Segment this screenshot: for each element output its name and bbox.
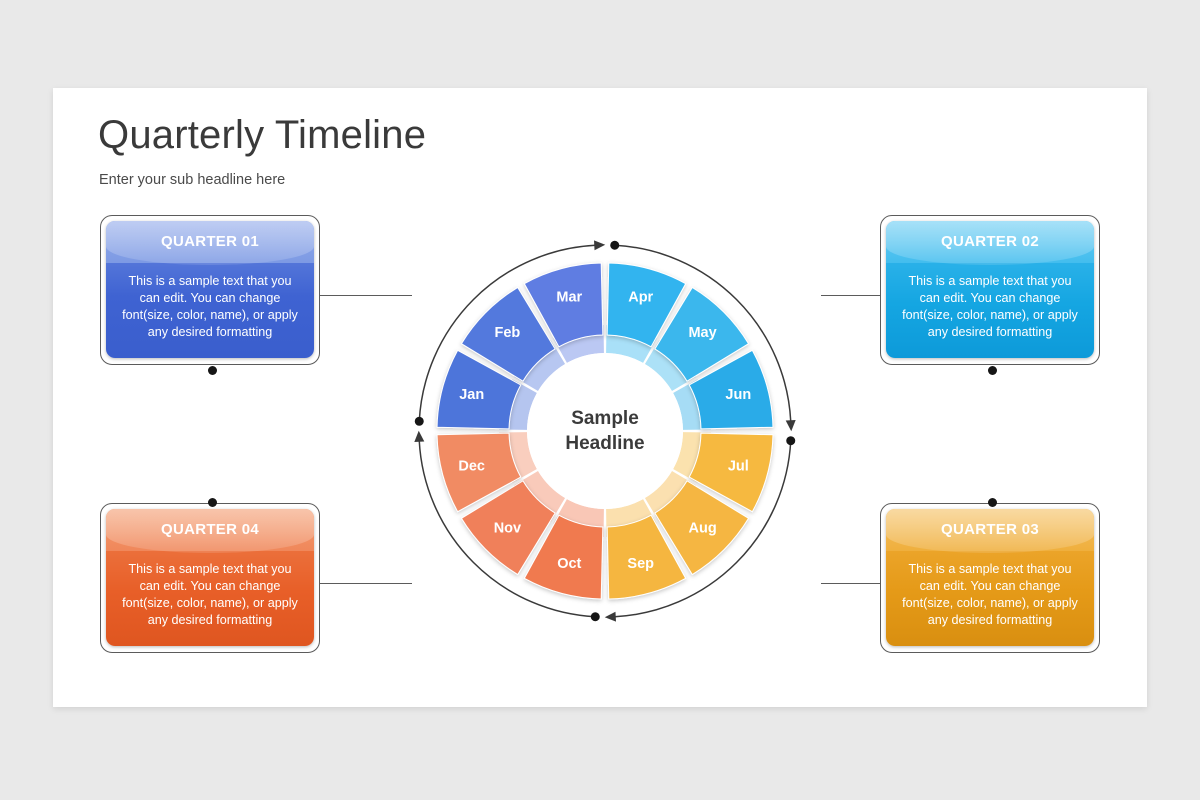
quarter-arc-arrowhead-4 — [414, 430, 425, 442]
inner-ring-segment-aug — [644, 470, 697, 523]
month-segment-sep[interactable] — [606, 514, 687, 600]
quarter-arc-3 — [614, 440, 792, 618]
month-label-sep: Sep — [627, 556, 654, 572]
month-segment-dec[interactable] — [436, 432, 522, 513]
inner-ring-segment-feb — [513, 339, 566, 392]
month-segment-jun[interactable] — [688, 349, 774, 430]
month-label-mar: Mar — [556, 290, 582, 306]
month-segment-feb[interactable] — [460, 286, 556, 382]
arrow-arc-layer — [414, 240, 796, 622]
quarter-01-title: QUARTER 01 — [106, 221, 314, 263]
quarter-02-title: QUARTER 02 — [886, 221, 1094, 263]
month-label-aug: Aug — [688, 520, 716, 536]
quarter-04-title: QUARTER 04 — [106, 509, 314, 551]
month-label-apr: Apr — [628, 290, 653, 306]
month-segment-jan[interactable] — [436, 349, 522, 430]
quarter-arc-1 — [418, 244, 596, 422]
quarter-arc-start-dot-2 — [610, 240, 620, 250]
month-segment-mar[interactable] — [523, 262, 604, 348]
quarter-01-connector-dot — [208, 366, 217, 375]
quarter-arc-arrowhead-1 — [594, 240, 606, 251]
quarter-arc-arrowhead-3 — [604, 611, 616, 622]
quarter-02-body: This is a sample text that you can edit.… — [902, 274, 1078, 339]
quarter-01-body: This is a sample text that you can edit.… — [122, 274, 298, 339]
slide-canvas: Quarterly Timeline Enter your sub headli… — [53, 88, 1147, 707]
month-label-jan: Jan — [459, 387, 484, 403]
quarter-03-card[interactable]: QUARTER 03 This is a sample text that yo… — [886, 509, 1094, 646]
quarter-03-connector — [821, 583, 880, 584]
month-label-oct: Oct — [557, 556, 581, 572]
quarter-arc-4 — [418, 440, 596, 618]
wheel-center-disc — [527, 353, 683, 509]
quarter-arc-start-dot-3 — [786, 436, 796, 446]
month-label-jul: Jul — [728, 459, 749, 475]
wheel-center-headline: Sample Headline — [565, 408, 645, 454]
quarter-01-card[interactable]: QUARTER 01 This is a sample text that yo… — [106, 221, 314, 358]
quarter-arc-start-dot-1 — [414, 416, 424, 426]
month-segment-aug[interactable] — [654, 480, 750, 576]
month-label-may: May — [688, 325, 716, 341]
quarter-02-card[interactable]: QUARTER 02 This is a sample text that yo… — [886, 221, 1094, 358]
quarter-03-title: QUARTER 03 — [886, 509, 1094, 551]
month-label-feb: Feb — [495, 325, 521, 341]
month-segments — [436, 262, 774, 600]
quarter-01-connector — [320, 295, 412, 296]
quarter-03-connector-dot — [988, 498, 997, 507]
month-segment-oct[interactable] — [523, 514, 604, 600]
quarter-arc-arrowhead-2 — [785, 420, 796, 432]
quarter-03-body: This is a sample text that you can edit.… — [902, 562, 1078, 627]
quarter-04-connector — [320, 583, 412, 584]
quarter-02-connector — [821, 295, 880, 296]
page-title: Quarterly Timeline — [98, 113, 427, 157]
quarter-arc-start-dot-4 — [590, 612, 600, 622]
quarter-02-connector-dot — [988, 366, 997, 375]
inner-ring-segment-may — [644, 339, 697, 392]
month-segment-nov[interactable] — [460, 480, 556, 576]
month-label-dec: Dec — [458, 459, 485, 475]
inner-ring-segment-nov — [513, 470, 566, 523]
quarter-arc-2 — [614, 244, 792, 422]
quarter-04-body: This is a sample text that you can edit.… — [122, 562, 298, 627]
quarter-02-frame — [880, 215, 1100, 365]
month-label-nov: Nov — [494, 520, 521, 536]
page-subtitle: Enter your sub headline here — [99, 172, 286, 188]
month-segment-may[interactable] — [654, 286, 750, 382]
quarter-04-connector-dot — [208, 498, 217, 507]
quarter-01-frame — [100, 215, 320, 365]
quarter-04-card[interactable]: QUARTER 04 This is a sample text that yo… — [106, 509, 314, 646]
month-segment-jul[interactable] — [688, 432, 774, 513]
month-segment-apr[interactable] — [606, 262, 687, 348]
month-label-jun: Jun — [725, 387, 751, 403]
